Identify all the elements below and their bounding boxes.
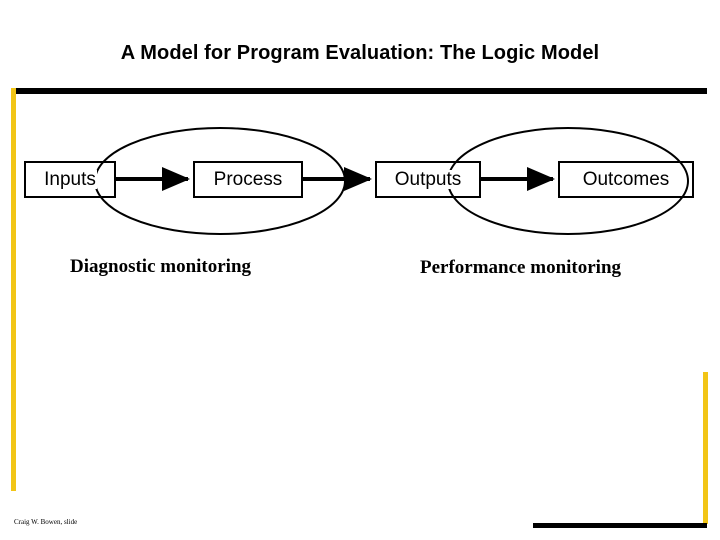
caption-diagnostic-monitoring: Diagnostic monitoring — [70, 256, 252, 277]
node-outcomes[interactable]: Outcomes — [558, 161, 694, 198]
node-inputs-label: Inputs — [43, 169, 97, 190]
top-black-rule — [11, 88, 707, 94]
caption-performance-monitoring: Performance monitoring — [420, 257, 622, 278]
node-outcomes-label: Outcomes — [581, 169, 671, 190]
bottom-black-rule — [533, 523, 707, 528]
node-inputs[interactable]: Inputs — [24, 161, 116, 198]
right-yellow-rule — [703, 372, 708, 524]
node-process[interactable]: Process — [193, 161, 303, 198]
slide-title: A Model for Program Evaluation: The Logi… — [120, 42, 600, 64]
left-yellow-rule — [11, 88, 16, 491]
footer-credit: Craig W. Bowen, slide — [14, 518, 78, 526]
node-outputs-label: Outputs — [393, 169, 463, 190]
node-process-label: Process — [212, 169, 284, 190]
node-outputs[interactable]: Outputs — [375, 161, 481, 198]
